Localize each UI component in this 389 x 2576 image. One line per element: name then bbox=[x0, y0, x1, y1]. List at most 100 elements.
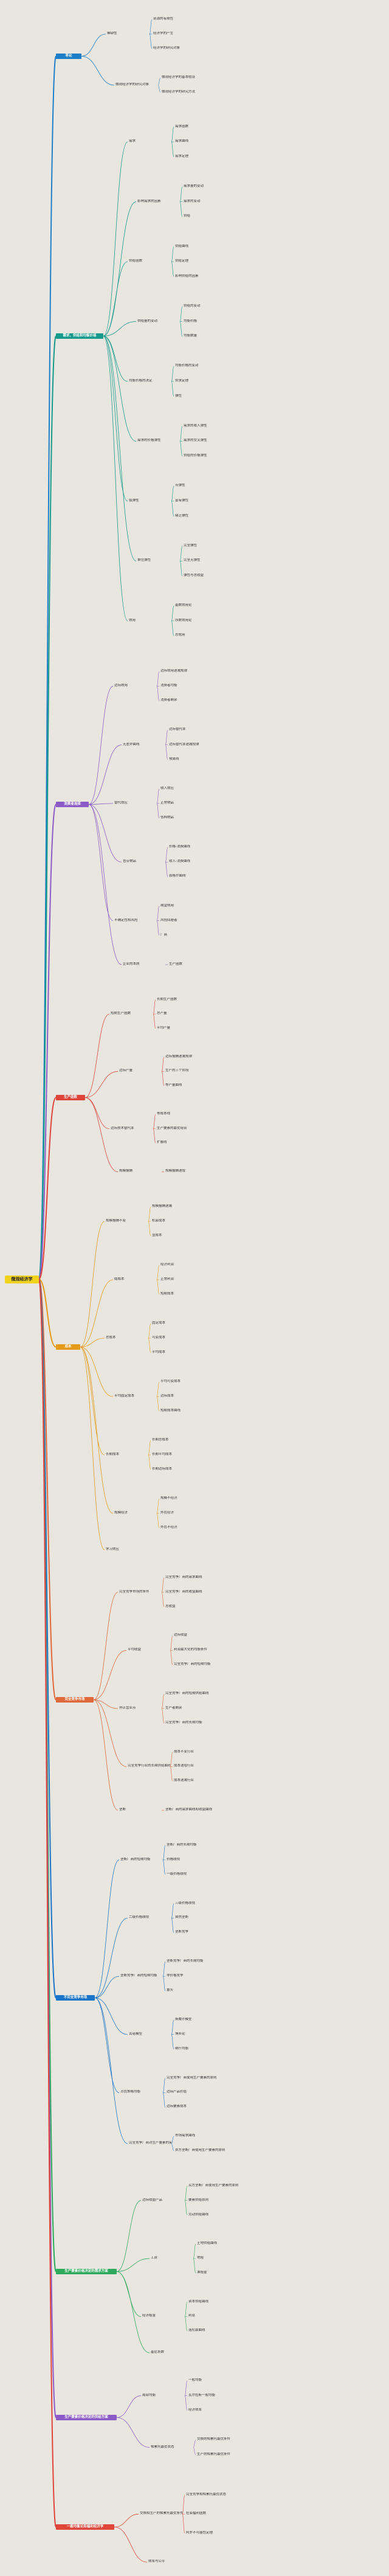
leaf-node[interactable]: 社会福利函数 bbox=[186, 2512, 207, 2516]
leaf-node[interactable]: 预算线 bbox=[169, 757, 179, 761]
subtopic-node[interactable]: 需求 bbox=[129, 139, 136, 144]
subtopic-node[interactable]: 替代效应 bbox=[114, 800, 128, 805]
subtopic-node[interactable]: 古诺模型 bbox=[129, 2032, 143, 2036]
branch-b6[interactable]: 完全竞争市场 bbox=[56, 1697, 94, 1703]
leaf-node[interactable]: 均衡数量 bbox=[184, 334, 198, 338]
leaf-node[interactable]: 需求曲线 bbox=[175, 139, 189, 144]
leaf-node[interactable]: 生产函数 bbox=[169, 962, 183, 966]
leaf-node[interactable]: 正常物品 bbox=[160, 800, 174, 805]
leaf-node[interactable]: 生产的三个阶段 bbox=[165, 1069, 189, 1073]
leaf-node[interactable]: 长期边际成本 bbox=[152, 1467, 173, 1471]
leaf-node[interactable]: 平均成本 bbox=[152, 1350, 166, 1354]
subtopic-node[interactable]: 供给量的变动 bbox=[137, 319, 158, 323]
leaf-node[interactable]: 平均可变成本 bbox=[160, 1380, 181, 1383]
leaf-node[interactable]: 机会成本 bbox=[152, 1219, 166, 1223]
leaf-node[interactable]: 短期成本 bbox=[160, 1292, 174, 1296]
subtopic-node[interactable]: 规模报酬不变 bbox=[106, 1219, 126, 1223]
branch-b9[interactable]: 生产要素价格决定的供给方面 bbox=[56, 2415, 117, 2420]
leaf-node[interactable]: 外在经济 bbox=[160, 1511, 174, 1515]
leaf-node[interactable]: 弹性与总收益 bbox=[184, 573, 204, 577]
leaf-node[interactable]: 期望效用 bbox=[160, 903, 174, 908]
subtopic-node[interactable]: 边际收益产品 bbox=[142, 2198, 163, 2202]
subtopic-node[interactable]: 效用 bbox=[129, 618, 136, 622]
leaf-node[interactable]: 斯威齐模型 bbox=[175, 2017, 192, 2021]
leaf-node[interactable]: 寡头 bbox=[167, 1988, 174, 1993]
subtopic-node[interactable]: 短期生产函数 bbox=[111, 1012, 131, 1016]
branch-b3[interactable]: 消费者选择 bbox=[56, 802, 89, 807]
leaf-node[interactable]: 收入效应 bbox=[160, 786, 174, 790]
leaf-node[interactable]: 弹性 bbox=[175, 394, 182, 398]
subtopic-node[interactable]: 平均收益 bbox=[128, 1648, 142, 1652]
leaf-node[interactable]: 总收益 bbox=[165, 1604, 176, 1608]
subtopic-node[interactable]: 均衡价格的决定 bbox=[129, 379, 153, 383]
subtopic-node[interactable]: 不确定性和风险 bbox=[114, 918, 138, 922]
leaf-node[interactable]: 影响供给的因素 bbox=[175, 274, 199, 278]
leaf-node[interactable]: 外在不经济 bbox=[160, 1526, 177, 1529]
leaf-node[interactable]: 完全竞争厂商的短期均衡 bbox=[174, 1662, 211, 1667]
subtopic-node[interactable]: 经济租金 bbox=[142, 2314, 156, 2318]
subtopic-node[interactable]: 微观经济学的研究对象 bbox=[115, 83, 150, 86]
leaf-node[interactable]: 固定成本 bbox=[152, 1321, 166, 1325]
leaf-node[interactable]: 富有弹性 bbox=[175, 498, 189, 502]
subtopic-node[interactable]: 稀缺性 bbox=[107, 32, 117, 35]
subtopic-node[interactable]: 基尼系数 bbox=[151, 2350, 165, 2355]
leaf-node[interactable]: 短期成本曲线 bbox=[160, 1409, 181, 1412]
leaf-node[interactable]: 规模报酬递增 bbox=[165, 1169, 186, 1173]
leaf-node[interactable]: 完全弹性 bbox=[184, 543, 198, 547]
leaf-node[interactable]: 利息 bbox=[188, 2314, 196, 2318]
leaf-node[interactable]: 收入-消费曲线 bbox=[169, 859, 190, 864]
leaf-node[interactable]: 需求的变动 bbox=[184, 199, 201, 203]
leaf-node[interactable]: 生产者剩余 bbox=[165, 1706, 182, 1710]
leaf-node[interactable]: 土地供给曲线 bbox=[197, 2241, 218, 2246]
leaf-node[interactable]: 边际成本 bbox=[160, 1394, 174, 1398]
leaf-node[interactable]: 完全无弹性 bbox=[184, 558, 201, 563]
leaf-node[interactable]: 非价格竞争 bbox=[167, 1974, 184, 1978]
leaf-node[interactable]: 长期生产函数 bbox=[157, 997, 177, 1001]
leaf-node[interactable]: 生产的帕累托最优条件 bbox=[197, 2452, 231, 2456]
leaf-node[interactable]: 交换的帕累托最优条件 bbox=[197, 2437, 231, 2442]
subtopic-node[interactable]: 无差异曲线 bbox=[123, 742, 140, 746]
leaf-node[interactable]: 资源的有限性 bbox=[153, 17, 174, 21]
leaf-node[interactable]: 资本供给曲线 bbox=[188, 2299, 209, 2303]
leaf-node[interactable]: 买方垄断厂商使用生产要素的原则 bbox=[188, 2183, 239, 2187]
leaf-node[interactable]: 完全竞争厂商的长期均衡 bbox=[165, 1720, 202, 1724]
subtopic-node[interactable]: 占优策略均衡 bbox=[120, 2090, 141, 2094]
subtopic-node[interactable]: 需求的价格弹性 bbox=[137, 439, 161, 443]
subtopic-node[interactable]: 弧弹性 bbox=[129, 498, 139, 502]
leaf-node[interactable]: 总效用 bbox=[175, 633, 185, 637]
subtopic-node[interactable]: 垄断厂商的短期均衡 bbox=[120, 1857, 151, 1861]
subtopic-node[interactable]: 停止营业点 bbox=[119, 1706, 136, 1710]
leaf-node[interactable]: 基数效用论 bbox=[175, 603, 192, 608]
leaf-node[interactable]: 边际效用递减规律 bbox=[160, 669, 188, 673]
subtopic-node[interactable]: 影响需求的因素 bbox=[137, 199, 161, 203]
leaf-node[interactable]: 均衡价格的变动 bbox=[175, 364, 199, 368]
subtopic-node[interactable]: 边际技术替代率 bbox=[111, 1126, 134, 1130]
leaf-node[interactable]: 准租金 bbox=[197, 2270, 207, 2274]
leaf-node[interactable]: 微观经济学的研究方法 bbox=[162, 90, 196, 94]
leaf-node[interactable]: 经济学的产生 bbox=[153, 32, 174, 35]
leaf-node[interactable]: 经济利润 bbox=[160, 1263, 174, 1266]
subtopic-node[interactable]: 交换和生产的帕累托最优条件 bbox=[140, 2512, 182, 2516]
leaf-node[interactable]: 成本递减行业 bbox=[174, 1779, 194, 1783]
leaf-node[interactable]: 价格-消费曲线 bbox=[169, 845, 190, 849]
leaf-node[interactable]: 需求量的变动 bbox=[184, 184, 204, 189]
subtopic-node[interactable]: 完全竞争厂商对生产要素的需求曲线 bbox=[129, 2141, 171, 2145]
leaf-node[interactable]: 总产量 bbox=[157, 1012, 167, 1016]
leaf-node[interactable]: 一级价格歧视 bbox=[167, 1872, 187, 1876]
leaf-node[interactable]: 长期总成本 bbox=[152, 1438, 169, 1442]
subtopic-node[interactable]: 垄断竞争厂商的短期均衡 bbox=[120, 1974, 157, 1978]
subtopic-node[interactable]: 企业的本质 bbox=[123, 962, 140, 966]
leaf-node[interactable]: 扩展线 bbox=[157, 1140, 167, 1145]
leaf-node[interactable]: 垄断竞争 bbox=[175, 1930, 189, 1934]
leaf-node[interactable]: 经济效率 bbox=[188, 2408, 202, 2412]
leaf-node[interactable]: 缺乏弹性 bbox=[175, 513, 189, 518]
leaf-node[interactable]: 价格歧视 bbox=[167, 1857, 181, 1861]
leaf-node[interactable]: 需求的交叉弹性 bbox=[184, 439, 207, 443]
subtopic-node[interactable]: 长期成本 bbox=[106, 1453, 120, 1456]
leaf-node[interactable]: 边际要素成本 bbox=[167, 2105, 187, 2109]
leaf-node[interactable]: 规模不经济 bbox=[160, 1496, 177, 1500]
subtopic-node[interactable]: 边际产量 bbox=[119, 1069, 133, 1073]
leaf-node[interactable]: 成本不变行业 bbox=[174, 1749, 194, 1754]
leaf-node[interactable]: 完全竞争厂商的收益曲线 bbox=[165, 1589, 202, 1594]
subtopic-node[interactable]: 二级价格歧视 bbox=[129, 1915, 150, 1920]
